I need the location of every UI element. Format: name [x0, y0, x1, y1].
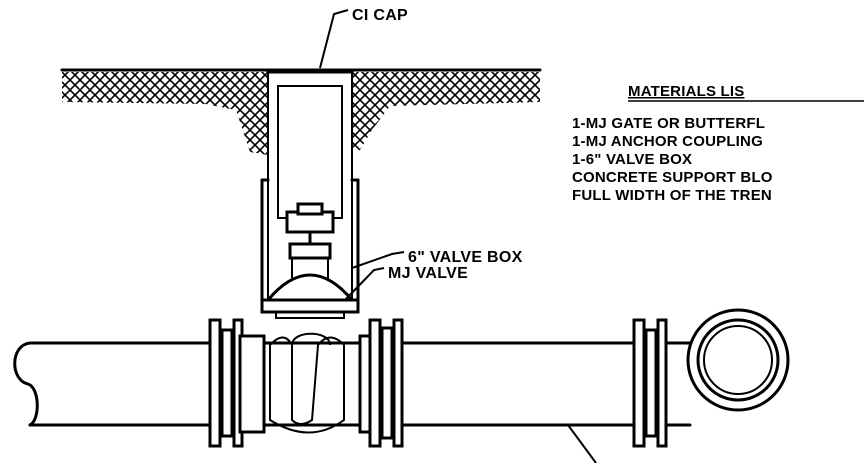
leader-lines — [319, 9, 597, 463]
pipe-flanges — [208, 318, 692, 448]
mj-valve-body — [260, 273, 360, 319]
pipe-end-view — [686, 308, 790, 412]
materials-item: 1-6" VALVE BOX — [572, 151, 692, 168]
label-ci-cap: CI CAP — [352, 7, 408, 24]
ground-soil — [60, 68, 542, 155]
materials-item: 1-MJ GATE OR BUTTERFL — [572, 115, 765, 132]
valve-box — [260, 70, 360, 305]
materials-item: FULL WIDTH OF THE TREN — [572, 187, 772, 204]
materials-item: 1-MJ ANCHOR COUPLING — [572, 133, 763, 150]
materials-list: MATERIALS LIS 1-MJ GATE OR BUTTERFL 1-MJ… — [572, 83, 864, 204]
operating-nut — [285, 202, 335, 282]
label-valve-box: 6" VALVE BOX — [408, 249, 523, 266]
materials-item: CONCRETE SUPPORT BLO — [572, 169, 773, 186]
water-main-pipe — [13, 332, 637, 434]
materials-heading: MATERIALS LIS — [628, 83, 744, 100]
label-mj-valve: MJ VALVE — [388, 265, 468, 282]
